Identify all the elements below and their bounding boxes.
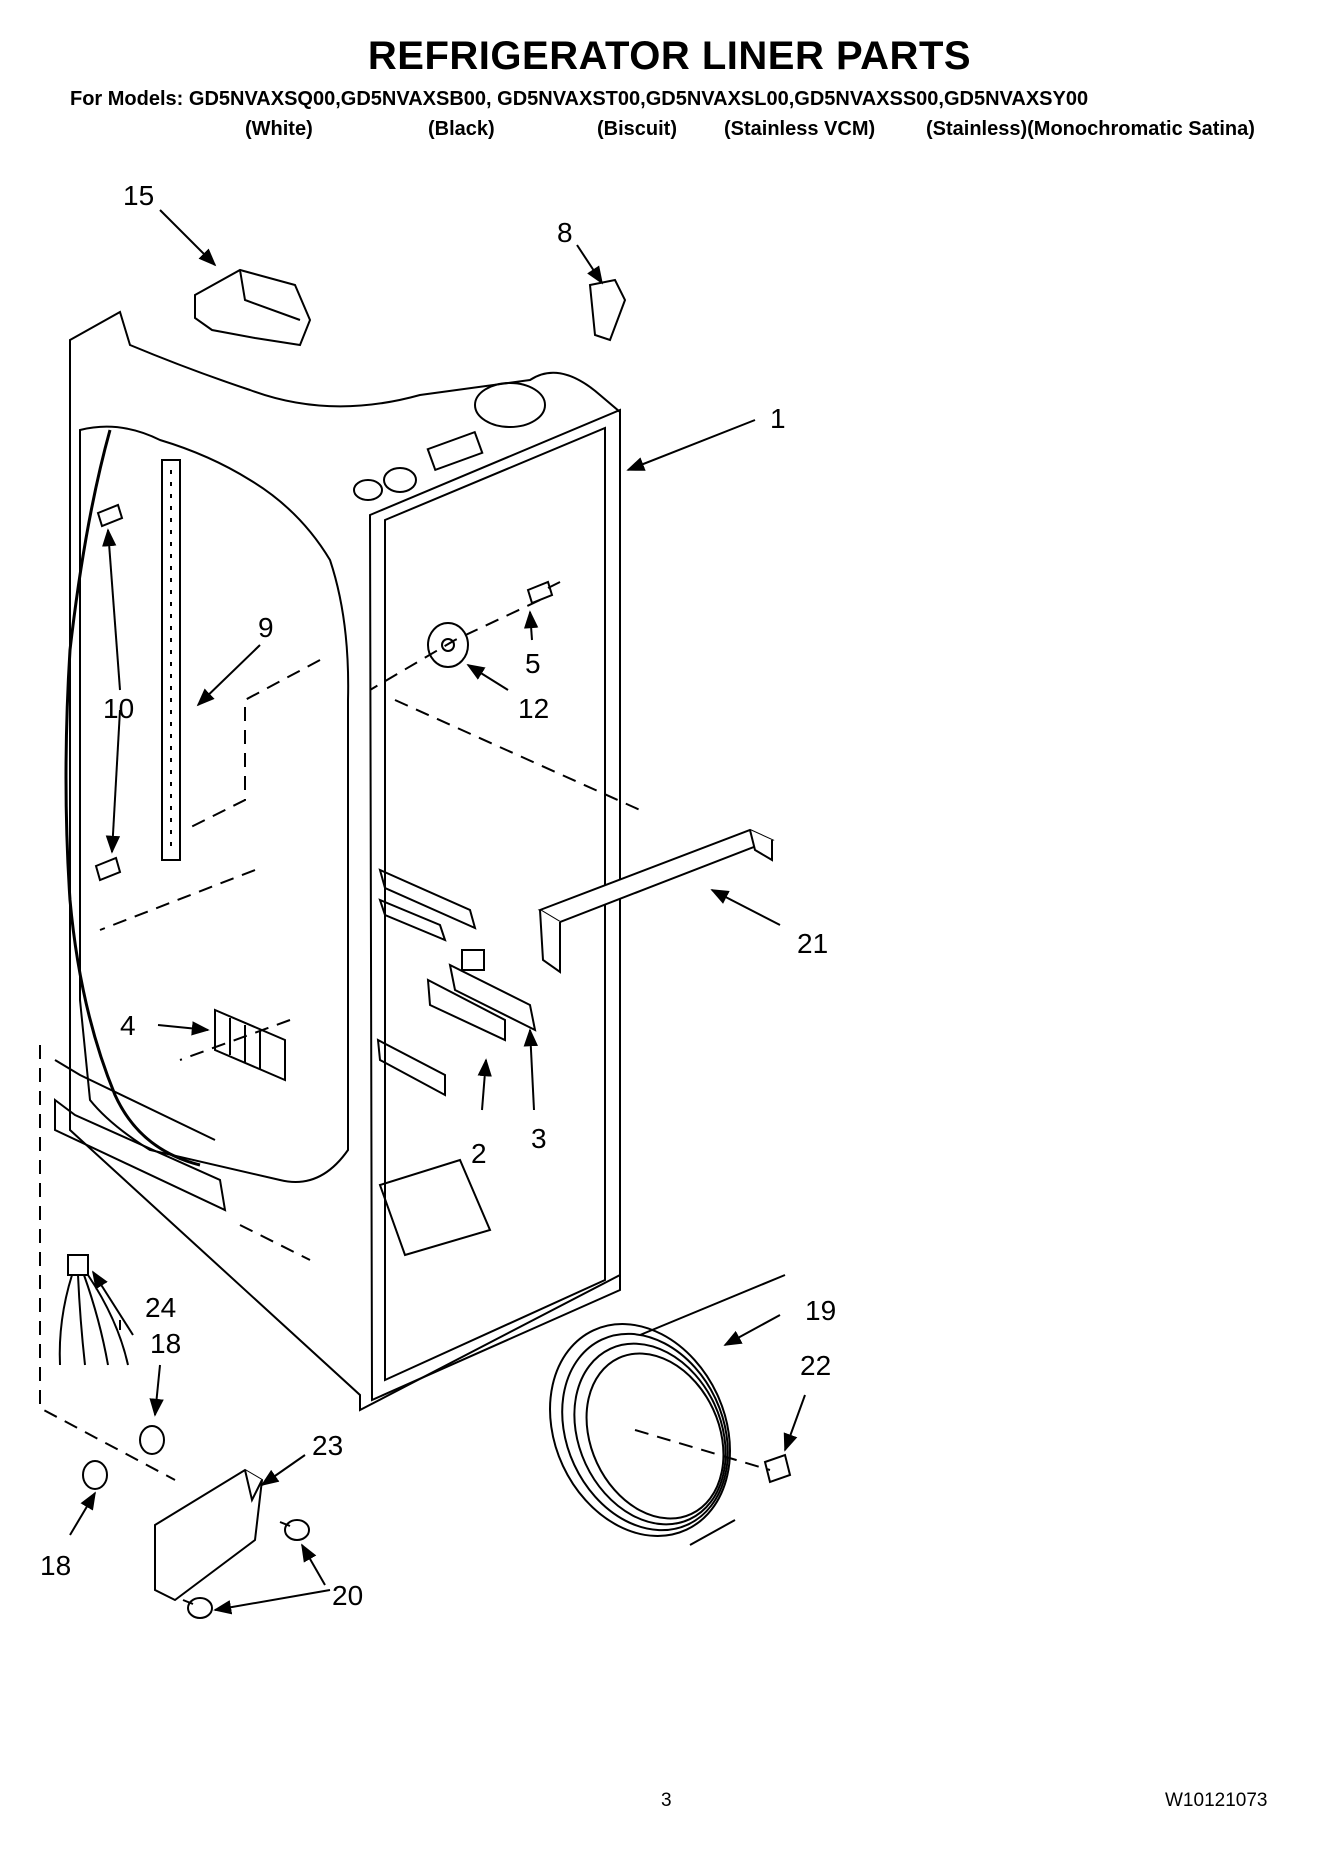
- screw-part-10-lower: [94, 856, 122, 882]
- finish-biscuit: (Biscuit): [597, 118, 677, 140]
- document-number: W10121073: [1165, 1790, 1268, 1811]
- callout-23: 23: [312, 1430, 343, 1461]
- callout-19: 19: [805, 1295, 836, 1326]
- tubing-coil-part-19: [549, 1274, 786, 1546]
- callout-21: 21: [797, 928, 828, 959]
- screw-part-10-upper: [96, 503, 124, 528]
- leader-arrows: [69, 209, 806, 1615]
- grommet-part-18-lower: [82, 1460, 108, 1490]
- finish-white: (White): [245, 118, 313, 140]
- callout-4: 4: [120, 1010, 136, 1041]
- liner-outline: [54, 310, 621, 1412]
- vent-part-4: [214, 1008, 286, 1082]
- callout-18-upper: 18: [150, 1328, 181, 1359]
- callout-22: 22: [800, 1350, 831, 1381]
- page-number: 3: [661, 1790, 672, 1811]
- screw-part-22: [763, 1453, 792, 1484]
- callout-12: 12: [518, 693, 549, 724]
- finish-stainless-vcm: (Stainless VCM): [724, 118, 876, 140]
- assembly-lines: [39, 599, 771, 1481]
- callout-18-lower: 18: [40, 1550, 71, 1581]
- callout-8: 8: [557, 217, 573, 248]
- callout-2: 3: [531, 1123, 547, 1154]
- control-module-part-15: [194, 268, 312, 347]
- clip-part-8: [588, 278, 627, 342]
- callout-5: 5: [525, 648, 541, 679]
- callout-10: 10: [103, 693, 134, 724]
- housing-part-23: [154, 1468, 264, 1602]
- callout-15: 15: [123, 180, 154, 211]
- callout-1: 1: [770, 403, 786, 434]
- finish-black: (Black): [428, 118, 495, 140]
- shelf-support-part-21: [537, 828, 775, 974]
- grommet-part-18-upper: [139, 1425, 165, 1455]
- screw-part-20-upper: [279, 1519, 310, 1541]
- callout-20: 20: [332, 1580, 363, 1611]
- models-line: For Models: GD5NVAXSQ00,GD5NVAXSB00, GD5…: [70, 88, 1089, 110]
- screw-part-5: [526, 580, 561, 605]
- callout-9: 9: [258, 612, 274, 643]
- page-title: REFRIGERATOR LINER PARTS: [367, 34, 972, 78]
- screw-part-20-lower: [182, 1597, 213, 1619]
- finish-stainless-satina: (Stainless)(Monochromatic Satina): [926, 118, 1255, 140]
- callout-3: 2: [471, 1138, 487, 1169]
- callout-24: 24: [145, 1292, 176, 1323]
